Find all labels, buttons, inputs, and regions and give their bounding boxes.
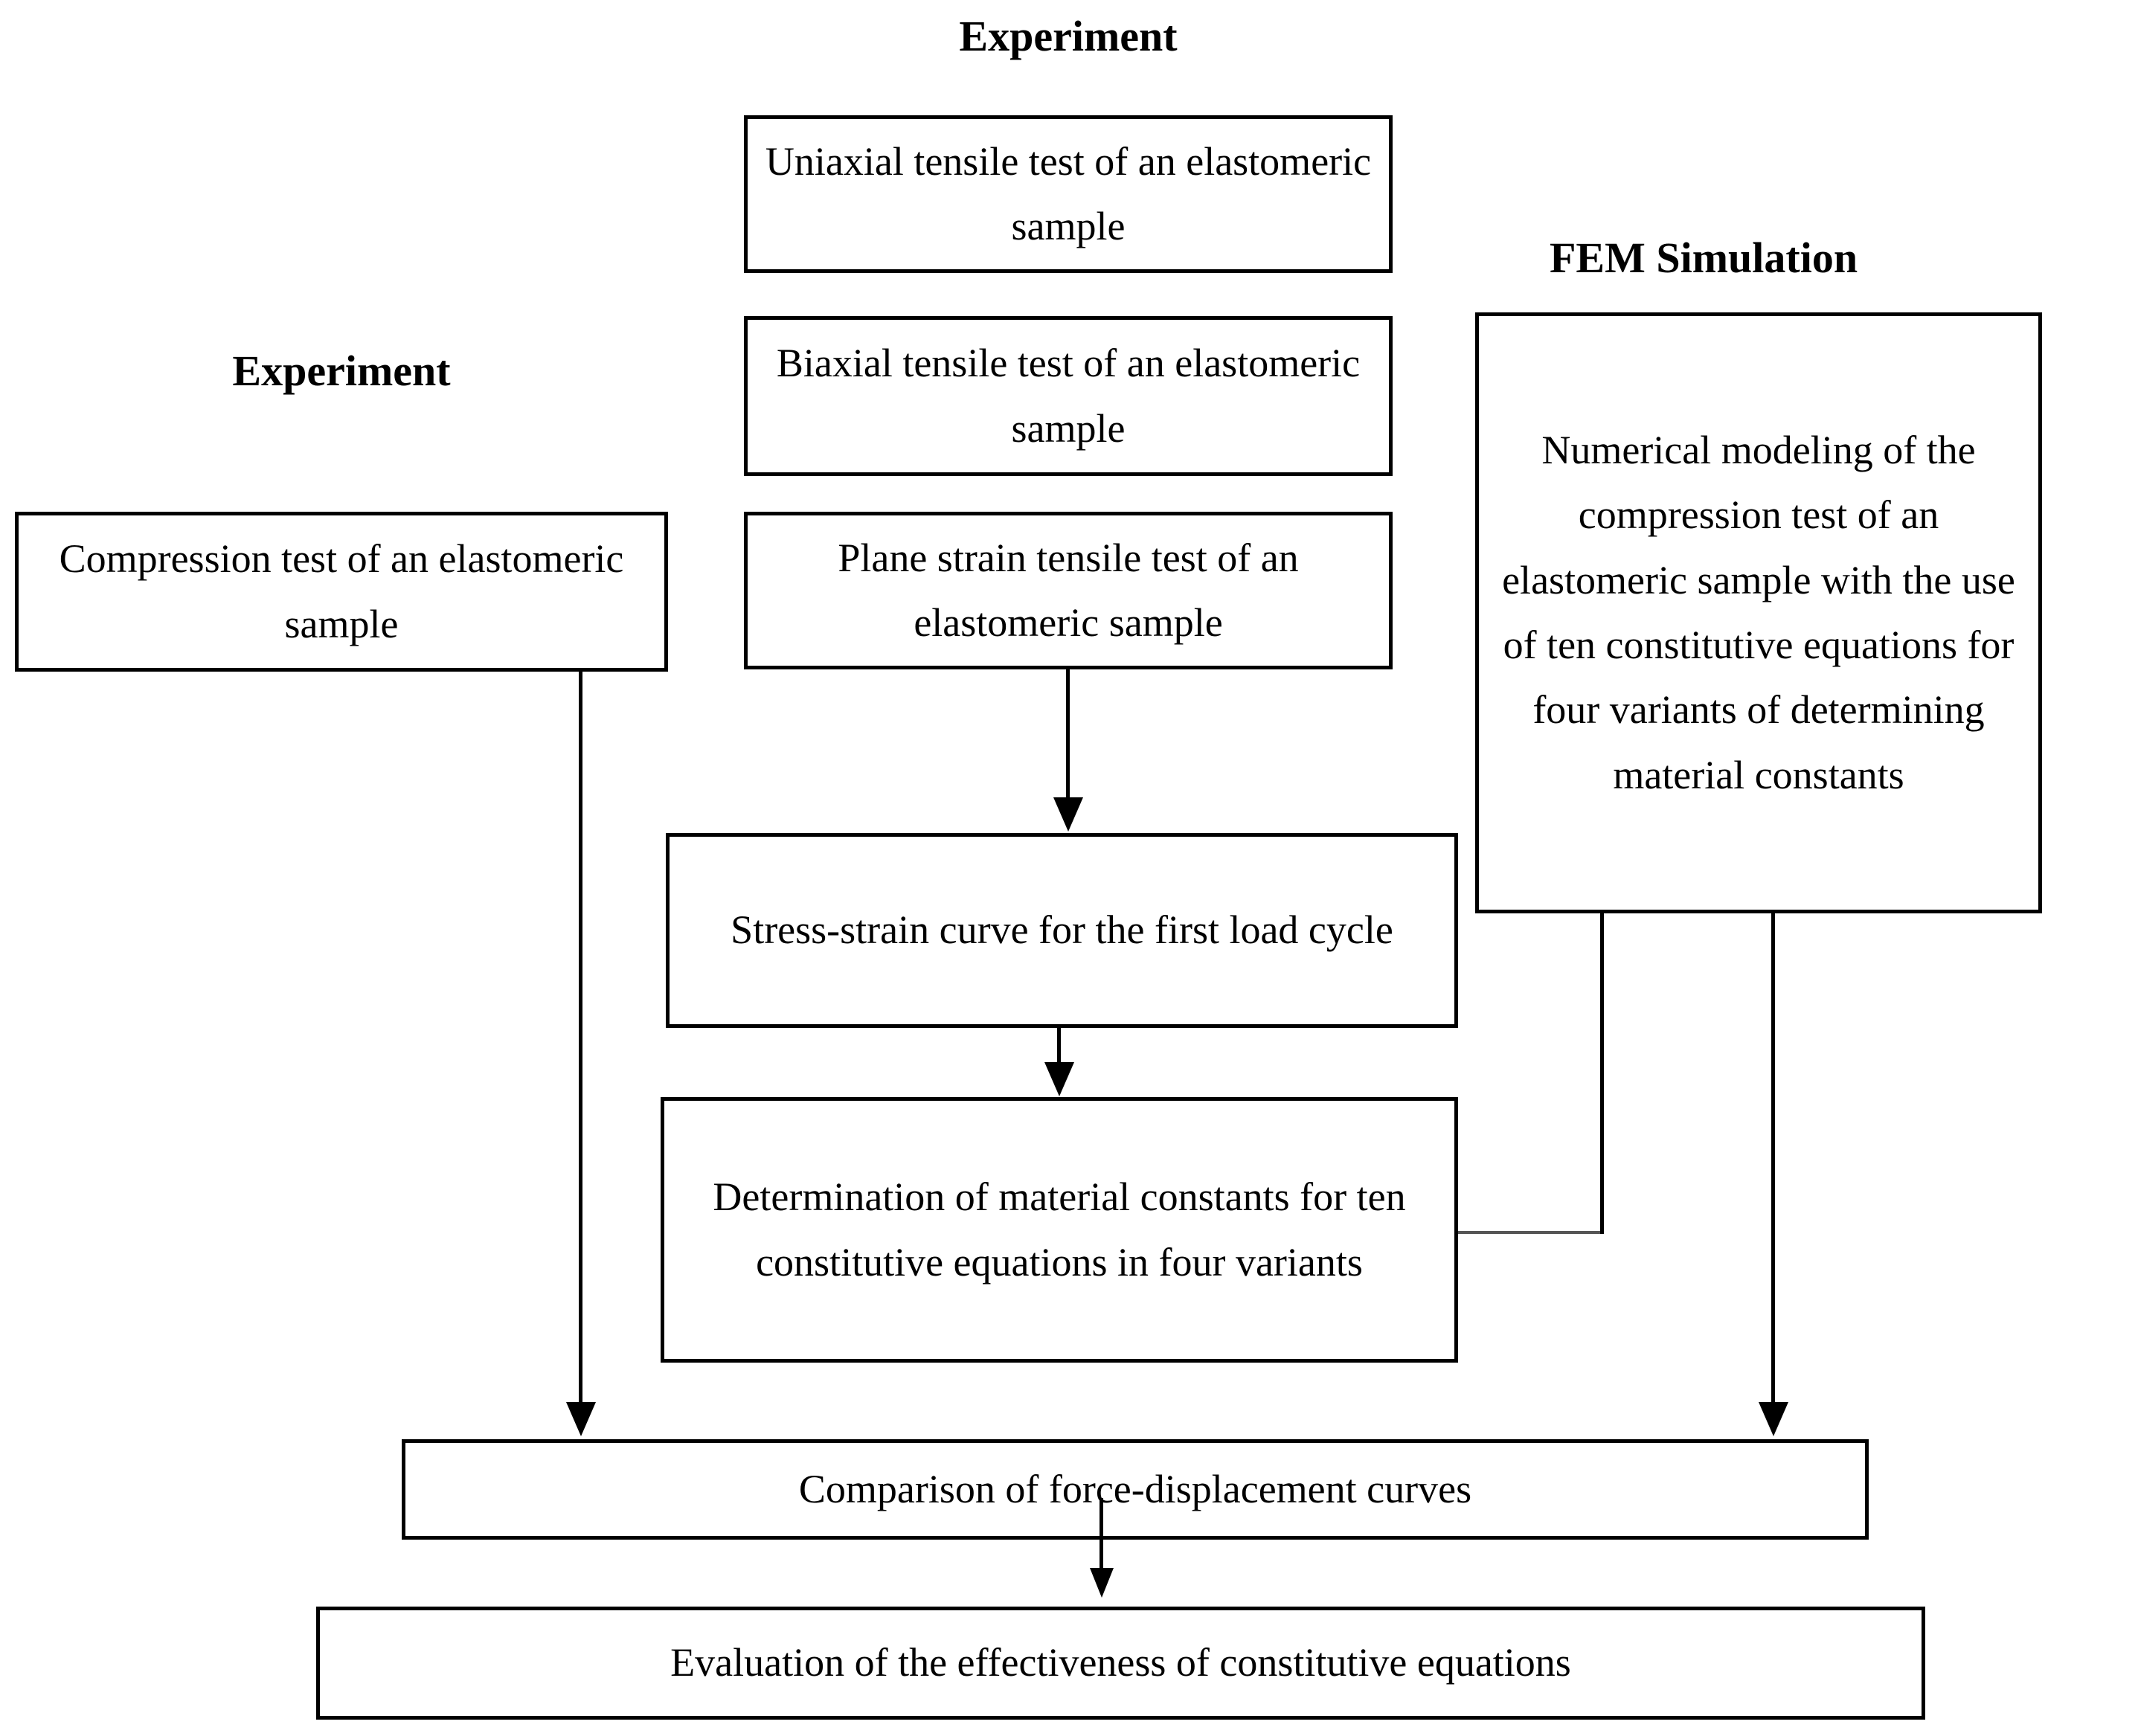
header-experiment-left: Experiment (232, 347, 451, 395)
node-compression-test[interactable]: Compression test of an elastomeric sampl… (15, 512, 668, 672)
node-plane-strain-tensile-test[interactable]: Plane strain tensile test of an elastome… (744, 512, 1393, 669)
node-determination-material-constants-label: Determination of material constants for … (713, 1174, 1406, 1285)
connector-compression-to-comparison (579, 672, 582, 1405)
node-stress-strain-curve[interactable]: Stress-strain curve for the first load c… (666, 833, 1458, 1028)
node-plane-strain-tensile-test-label: Plane strain tensile test of an elastome… (838, 535, 1299, 645)
arrowhead-stressstrain-in (1053, 797, 1083, 832)
node-determination-material-constants[interactable]: Determination of material constants for … (661, 1097, 1458, 1363)
node-biaxial-tensile-test-label: Biaxial tensile test of an elastomeric s… (776, 341, 1361, 451)
connector-comparison-to-evaluation (1100, 1498, 1103, 1571)
arrowhead-comparison-in-left (566, 1402, 596, 1436)
node-fem-numerical-model[interactable]: Numerical modeling of the compression te… (1475, 312, 2042, 913)
connector-stressstrain-to-determination (1057, 1028, 1061, 1065)
node-uniaxial-tensile-test-label: Uniaxial tensile test of an elastomeric … (765, 138, 1372, 248)
node-fem-numerical-model-label: Numerical modeling of the compression te… (1502, 427, 2015, 797)
connector-planestrain-to-stressstrain (1066, 669, 1070, 800)
node-compression-test-label: Compression test of an elastomeric sampl… (59, 536, 624, 646)
arrowhead-determination-in (1044, 1062, 1074, 1096)
node-biaxial-tensile-test[interactable]: Biaxial tensile test of an elastomeric s… (744, 316, 1393, 476)
arrowhead-evaluation-in (1090, 1568, 1114, 1598)
node-stress-strain-curve-label: Stress-strain curve for the first load c… (731, 907, 1393, 953)
arrowhead-comparison-in-right (1759, 1402, 1788, 1436)
node-comparison-force-displacement[interactable]: Comparison of force-displacement curves (402, 1439, 1869, 1540)
connector-determination-to-fem-horizontal (1458, 1231, 1604, 1234)
node-uniaxial-tensile-test[interactable]: Uniaxial tensile test of an elastomeric … (744, 115, 1393, 273)
node-evaluation-effectiveness[interactable]: Evaluation of the effectiveness of const… (316, 1607, 1925, 1720)
connector-determination-to-fem-vertical (1600, 913, 1604, 1234)
node-evaluation-effectiveness-label: Evaluation of the effectiveness of const… (670, 1640, 1571, 1685)
connector-fem-to-comparison (1771, 913, 1775, 1405)
header-fem-simulation: FEM Simulation (1550, 234, 1858, 282)
header-experiment-center: Experiment (959, 12, 1178, 60)
node-comparison-force-displacement-label: Comparison of force-displacement curves (798, 1466, 1472, 1511)
